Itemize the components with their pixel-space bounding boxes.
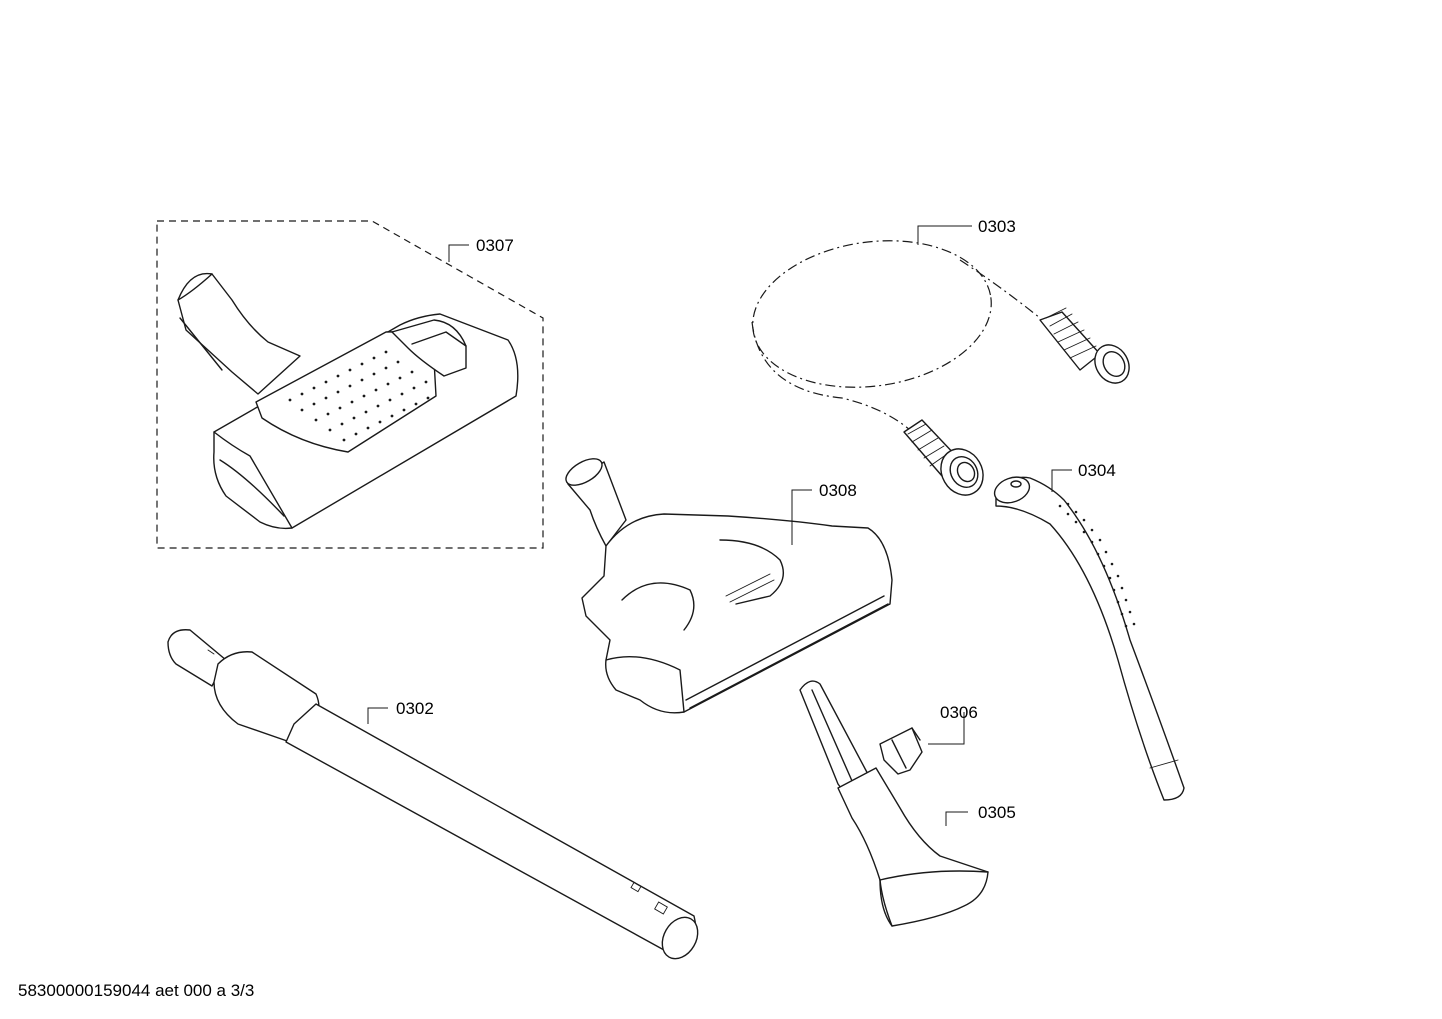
part-label-0302: 0302 <box>396 699 434 718</box>
handle-grip-dots <box>1058 502 1136 628</box>
telescopic-tube-part: 0302 <box>167 629 699 960</box>
part-label-0307: 0307 <box>476 236 514 255</box>
floor-nozzle-part: 0307 <box>156 220 544 549</box>
drawing-number-footer: 58300000159044 aet 000 a 3/3 <box>18 981 255 1000</box>
hose-part: 0303 <box>751 217 1130 496</box>
part-label-0308: 0308 <box>819 481 857 500</box>
grille-holes <box>288 350 430 442</box>
crevice-tool-part: 0305 <box>799 680 1016 927</box>
part-label-0303: 0303 <box>978 217 1016 236</box>
part-label-0305: 0305 <box>978 803 1016 822</box>
optional-part-dashed-frame <box>156 220 544 549</box>
handle-part: 0304 <box>993 461 1185 801</box>
part-label-0304: 0304 <box>1078 461 1116 480</box>
turbo-brush-part: 0308 <box>565 458 893 714</box>
part-label-0306: 0306 <box>940 703 978 722</box>
clip-part: 0306 <box>879 703 978 775</box>
